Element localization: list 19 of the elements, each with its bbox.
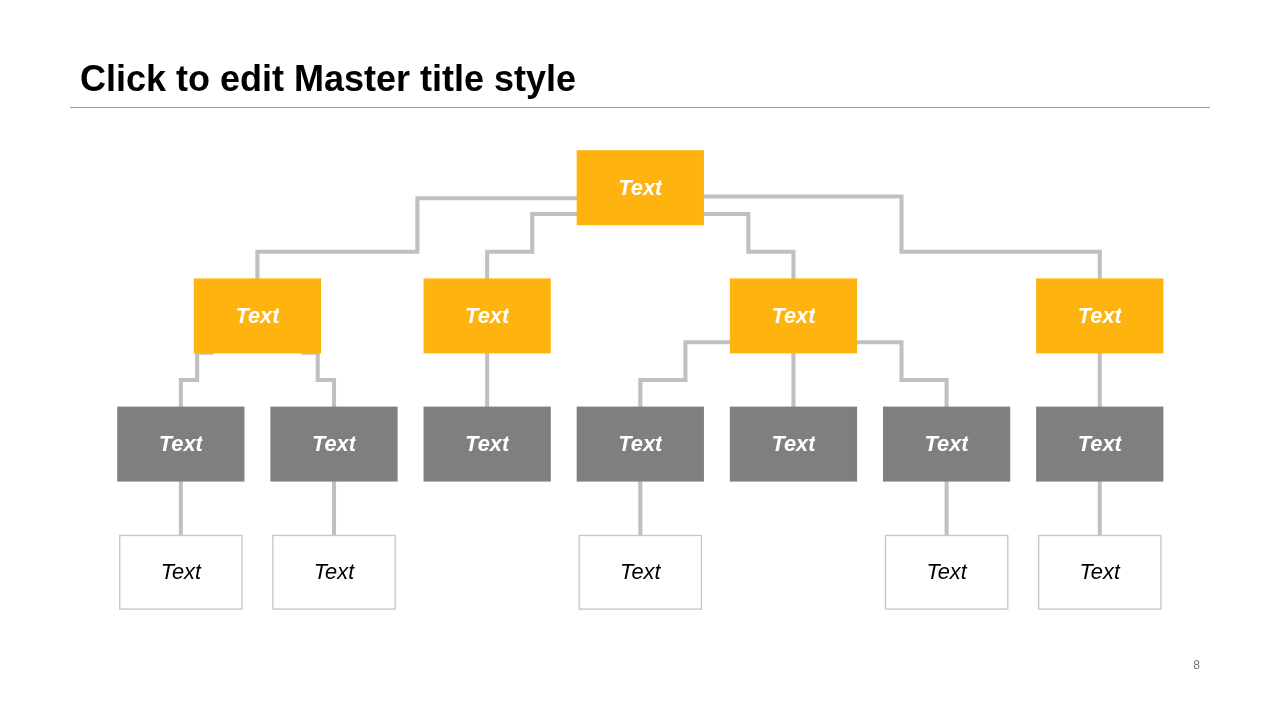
node-box: Text — [271, 534, 396, 610]
page-number: 8 — [1193, 658, 1200, 672]
node-box: Text — [729, 406, 857, 482]
node-box: Text — [193, 278, 321, 354]
node-box: Text — [423, 278, 551, 354]
node-box: Text — [118, 534, 243, 610]
node-box: Text — [1035, 406, 1164, 482]
node-box: Text — [576, 150, 704, 226]
node-box: Text — [729, 278, 857, 354]
node-box: Text — [882, 406, 1010, 482]
node-box: Text — [578, 534, 702, 610]
node-box: Text — [1037, 534, 1162, 610]
node-box: Text — [576, 406, 704, 482]
slide-title: Click to edit Master title style — [80, 58, 577, 100]
node-box: Text — [1035, 278, 1164, 354]
node-box: Text — [423, 406, 551, 482]
node-box: Text — [884, 534, 1009, 610]
node-box: Text — [270, 406, 398, 482]
node-box: Text — [116, 406, 245, 482]
